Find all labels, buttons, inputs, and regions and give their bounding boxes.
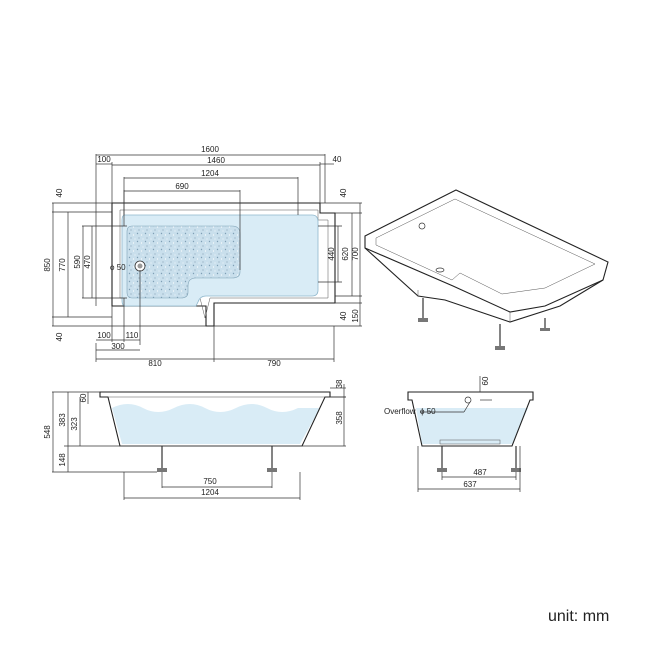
side-water <box>112 404 320 444</box>
plan-dim-bottom-300: 300 <box>111 342 125 351</box>
iso-overflow-icon <box>418 222 426 230</box>
plan-dim-right-rim: 40 <box>333 155 342 164</box>
plan-dim-basin-width: 1204 <box>201 169 219 178</box>
plan-drain-inner-icon <box>137 263 143 269</box>
plan-dim-depth-470: 470 <box>83 255 92 269</box>
side-dim-feet: 750 <box>203 477 217 486</box>
plan-dim-bottom-100: 100 <box>97 331 111 340</box>
side-legs <box>161 446 273 468</box>
plan-dim-recess-width: 690 <box>175 182 189 191</box>
plan-dim-bottom-110: 110 <box>126 331 139 340</box>
end-view: 60 Overflow ϕ 50 487 637 <box>384 376 534 492</box>
end-base-panel <box>439 439 501 445</box>
unit-label: unit: mm <box>548 608 610 625</box>
plan-dim-drain-diameter: ϕ 50 <box>110 263 126 272</box>
iso-legs <box>422 298 546 346</box>
plan-dim-depth-440: 440 <box>327 247 336 261</box>
plan-dim-overall-width: 1600 <box>201 145 219 154</box>
plan-dim-inner-width: 1460 <box>207 156 225 165</box>
plan-dim-right-bottom-rim: 40 <box>339 311 348 320</box>
plan-dim-bottom-810: 810 <box>148 359 162 368</box>
plan-dim-depth-770: 770 <box>58 258 67 272</box>
isometric-view <box>364 189 609 350</box>
iso-apron <box>364 247 604 323</box>
end-overflow-label: Overflow <box>384 407 416 416</box>
end-water <box>416 408 528 444</box>
plan-dim-depth-150: 150 <box>351 309 360 323</box>
end-overflow-icon <box>464 396 472 404</box>
side-dim-148: 148 <box>58 453 67 467</box>
plan-view: 1600 100 1460 40 1204 690 40 850 770 590… <box>43 145 362 368</box>
plan-dim-left-rim: 100 <box>97 155 111 164</box>
plan-dim-bottom-790: 790 <box>267 359 281 368</box>
side-dim-38: 38 <box>335 379 344 388</box>
side-dim-60: 60 <box>79 393 88 402</box>
plan-dim-left-bottom-rim: 40 <box>55 332 64 341</box>
end-dim-60: 60 <box>481 376 490 385</box>
side-dim-base: 1204 <box>201 488 219 497</box>
iso-drain-icon <box>435 267 445 273</box>
side-dim-548: 548 <box>43 425 52 439</box>
iso-rim <box>364 189 609 313</box>
side-view: 548 383 323 60 148 38 358 750 1204 <box>43 379 346 500</box>
plan-dim-depth-620: 620 <box>341 247 350 261</box>
end-dim-base: 637 <box>463 480 477 489</box>
iso-basin <box>375 198 596 295</box>
side-dim-383: 383 <box>58 413 67 427</box>
plan-dim-depth-590: 590 <box>73 255 82 269</box>
side-dim-323: 323 <box>70 417 79 431</box>
plan-dim-left-top-rim: 40 <box>55 188 64 197</box>
end-overflow-diameter: ϕ 50 <box>420 407 436 416</box>
plan-dim-right-top-rim: 40 <box>339 188 348 197</box>
side-dim-358: 358 <box>335 411 344 425</box>
end-legs <box>441 446 517 468</box>
plan-dim-depth-700: 700 <box>351 247 360 261</box>
end-dim-feet: 487 <box>473 468 487 477</box>
plan-dim-overall-depth: 850 <box>43 258 52 272</box>
end-outline <box>407 391 534 447</box>
